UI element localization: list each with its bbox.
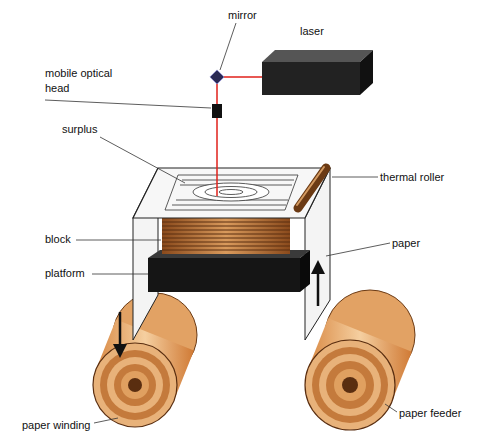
part-label: paper winding [22,418,91,433]
layer-line [162,230,290,231]
leader-line [220,23,236,70]
platform-side [300,250,310,292]
leader-line [76,240,161,241]
beam-to-paper [216,118,218,196]
layer-line [162,250,290,251]
roll-ring [114,364,156,406]
layer-line [162,238,290,239]
leader-lines [45,23,397,423]
mirror-symbol [210,70,224,84]
laser-top [262,50,373,62]
roll-ring [319,354,381,416]
part-label: mirror [228,8,257,23]
part-label: surplus [62,122,97,137]
layer-line [162,234,290,235]
leader-line [385,404,397,412]
down-arrow-head [113,344,127,358]
hatch-line [182,180,294,181]
beam-horizontal [220,76,262,78]
roll-ring [100,350,170,420]
roll-ring [334,369,366,401]
part-label: thermal roller [380,170,444,185]
surplus-pattern [165,175,298,210]
laser-front [262,62,360,95]
down-arrow-shaft [119,312,122,346]
part-label: paper [392,236,420,251]
roller-highlight [297,167,324,205]
leader-line [100,137,185,183]
block-layers [162,222,290,250]
contour-core [219,190,243,195]
optical-head [212,104,222,118]
roll-core [342,377,358,393]
laser-side [360,50,373,95]
leader-line [326,243,390,256]
beam-down [216,82,218,104]
surplus-outline [165,175,298,210]
roll-ring [326,361,374,409]
up-arrow-head [311,260,325,274]
layer-line [162,222,290,223]
leader-line [92,274,148,275]
roll-face [93,343,177,427]
part-label: mobile optical head [45,66,125,96]
up-arrow-shaft [317,272,320,306]
part-label: paper feeder [399,406,461,421]
layer-block [162,218,290,254]
leader-line [94,418,118,423]
hatch-line [172,205,286,206]
part-label: laser [300,24,324,39]
roller-body [298,168,326,208]
part-label: platform [45,266,85,281]
leader-line [45,100,211,108]
leader-line [332,177,378,178]
roll-core [128,378,142,392]
contour-outer [193,183,269,201]
thermal-roller [297,167,326,208]
roll-face [305,340,395,430]
layer-line [162,246,290,247]
platform-front [148,258,300,292]
layer-line [162,242,290,243]
laser-box [262,50,373,95]
block-front [162,218,290,254]
roll-ring [107,357,163,413]
platform-box [148,250,310,292]
motion-arrows [113,260,325,358]
layer-line [162,226,290,227]
part-label: block [45,232,71,247]
roll-ring [121,371,149,399]
laser-beam [217,77,262,196]
paper-top [133,168,330,218]
roll-ring [312,347,388,423]
contour-inner [205,187,257,198]
